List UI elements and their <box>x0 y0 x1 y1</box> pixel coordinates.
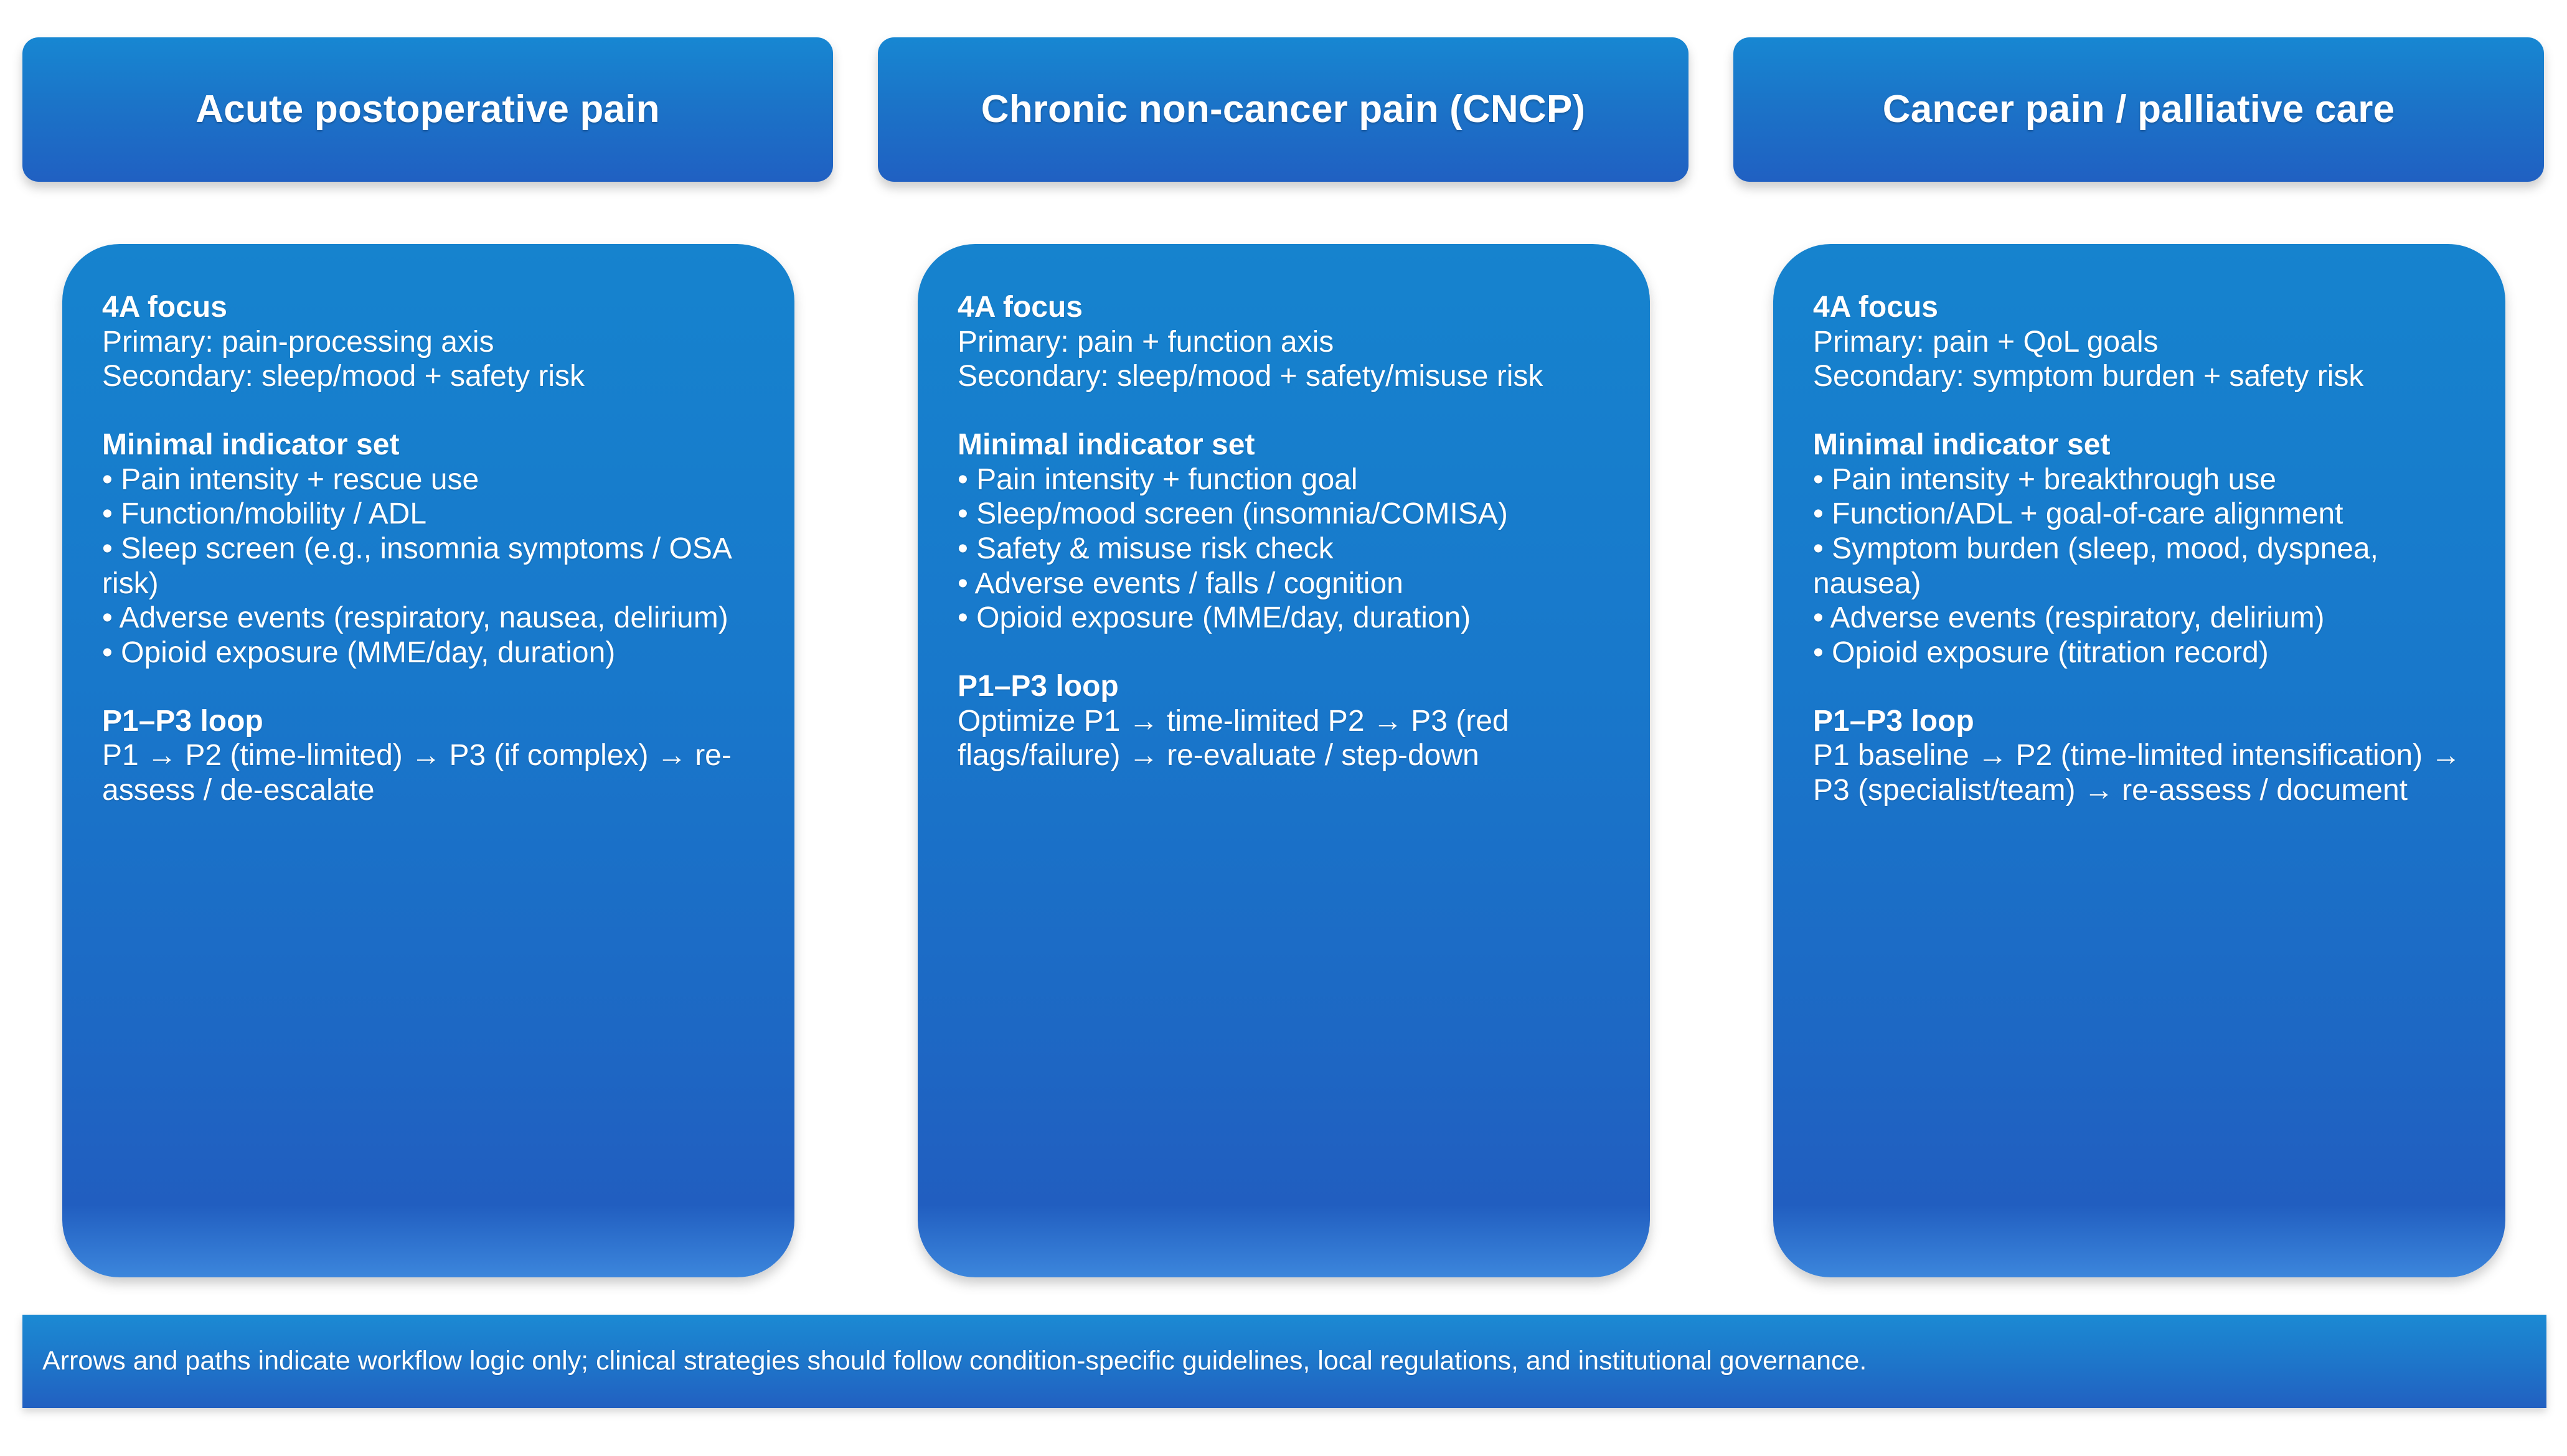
header-card-cancer-pain-palliative-care[interactable]: Cancer pain / palliative care <box>1733 37 2544 182</box>
indicator-heading: Minimal indicator set <box>1813 428 2111 462</box>
paragraph-spacer <box>958 636 1610 669</box>
body-card-chronic-non-cancer-pain[interactable]: 4A focus Primary: pain + function axis S… <box>918 244 1650 1277</box>
loop-heading: P1–P3 loop <box>958 670 1119 703</box>
indicator-item: • Opioid exposure (titration record) <box>1813 636 2269 670</box>
loop-line: P1 → P2 (time-limited) → P3 (if complex)… <box>102 739 732 807</box>
header-card-acute-postoperative-pain[interactable]: Acute postoperative pain <box>22 37 833 182</box>
indicator-heading: Minimal indicator set <box>102 428 400 462</box>
indicator-item: • Sleep screen (e.g., insomnia symptoms … <box>102 532 731 600</box>
indicator-item: • Opioid exposure (MME/day, duration) <box>958 601 1471 635</box>
paragraph-spacer <box>1813 394 2466 428</box>
indicator-item: • Adverse events / falls / cognition <box>958 566 1403 600</box>
pathway-columns: Acute postoperative pain 4A focus Primar… <box>0 0 2566 1295</box>
indicator-item: • Function/mobility / ADL <box>102 497 427 531</box>
focus-line-secondary: Secondary: sleep/mood + safety risk <box>102 360 585 393</box>
paragraph-spacer <box>102 670 755 704</box>
loop-heading: P1–P3 loop <box>102 704 263 738</box>
body-content: 4A focus Primary: pain + QoL goals Secon… <box>1813 290 2466 808</box>
paragraph-spacer <box>958 394 1610 428</box>
header-title: Acute postoperative pain <box>195 88 660 131</box>
indicator-item: • Sleep/mood screen (insomnia/COMISA) <box>958 497 1508 531</box>
footer-disclaimer-banner: Arrows and paths indicate workflow logic… <box>22 1315 2546 1408</box>
indicator-item: • Pain intensity + breakthrough use <box>1813 463 2276 496</box>
body-content: 4A focus Primary: pain + function axis S… <box>958 290 1610 773</box>
focus-line-secondary: Secondary: symptom burden + safety risk <box>1813 360 2364 393</box>
header-title: Cancer pain / palliative care <box>1882 88 2395 131</box>
column-chronic-non-cancer-pain: Chronic non-cancer pain (CNCP) 4A focus … <box>855 0 1711 1295</box>
column-acute-postoperative-pain: Acute postoperative pain 4A focus Primar… <box>0 0 855 1295</box>
header-title: Chronic non-cancer pain (CNCP) <box>981 88 1586 131</box>
loop-heading: P1–P3 loop <box>1813 704 1974 738</box>
focus-heading: 4A focus <box>958 291 1083 324</box>
focus-line-secondary: Secondary: sleep/mood + safety/misuse ri… <box>958 360 1543 393</box>
indicator-item: • Function/ADL + goal-of-care alignment <box>1813 497 2343 531</box>
indicator-item: • Safety & misuse risk check <box>958 532 1334 566</box>
loop-line: Optimize P1 → time-limited P2 → P3 (red … <box>958 704 1509 773</box>
paragraph-spacer <box>1813 670 2466 704</box>
indicator-item: • Symptom burden (sleep, mood, dyspnea, … <box>1813 532 2378 600</box>
indicator-item: • Adverse events (respiratory, delirium) <box>1813 601 2325 635</box>
indicator-item: • Opioid exposure (MME/day, duration) <box>102 636 616 670</box>
paragraph-spacer <box>102 394 755 428</box>
column-cancer-pain-palliative-care: Cancer pain / palliative care 4A focus P… <box>1711 0 2566 1295</box>
body-card-acute-postoperative-pain[interactable]: 4A focus Primary: pain-processing axis S… <box>62 244 794 1277</box>
focus-line-primary: Primary: pain + QoL goals <box>1813 325 2159 359</box>
focus-heading: 4A focus <box>1813 291 1938 324</box>
indicator-item: • Pain intensity + rescue use <box>102 463 479 496</box>
loop-line: P1 baseline → P2 (time-limited intensifi… <box>1813 739 2461 807</box>
indicator-heading: Minimal indicator set <box>958 428 1255 462</box>
header-card-chronic-non-cancer-pain[interactable]: Chronic non-cancer pain (CNCP) <box>878 37 1689 182</box>
body-content: 4A focus Primary: pain-processing axis S… <box>102 290 755 808</box>
indicator-item: • Adverse events (respiratory, nausea, d… <box>102 601 728 635</box>
focus-line-primary: Primary: pain-processing axis <box>102 325 494 359</box>
focus-heading: 4A focus <box>102 291 227 324</box>
indicator-item: • Pain intensity + function goal <box>958 463 1358 496</box>
body-card-cancer-pain-palliative-care[interactable]: 4A focus Primary: pain + QoL goals Secon… <box>1773 244 2505 1277</box>
focus-line-primary: Primary: pain + function axis <box>958 325 1334 359</box>
footer-disclaimer-text: Arrows and paths indicate workflow logic… <box>42 1346 1867 1376</box>
